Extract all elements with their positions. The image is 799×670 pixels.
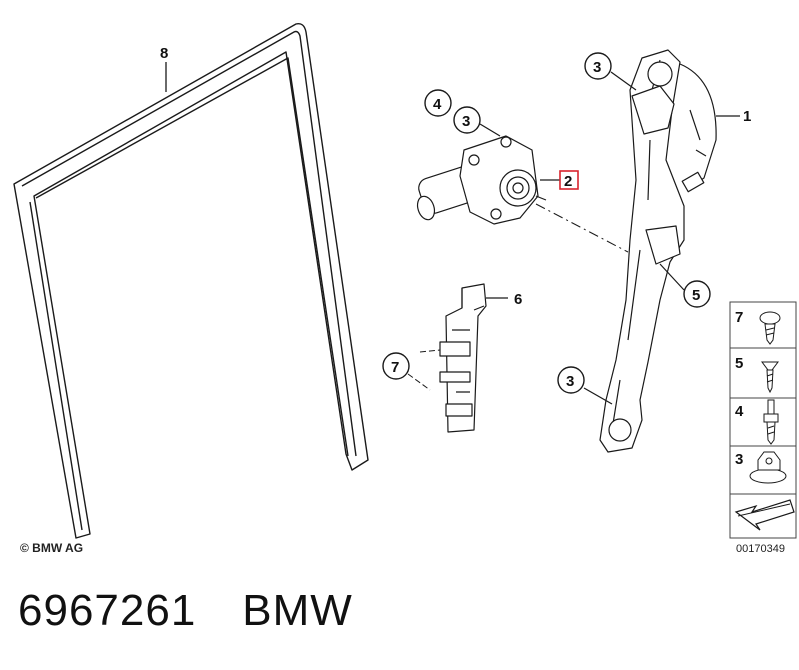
diagram-id: 00170349: [736, 543, 785, 555]
part-number: 6967261: [18, 586, 197, 635]
copyright-text: © BMW AG: [20, 541, 84, 555]
callout-6: 6: [514, 291, 522, 308]
motor-axis-line: [535, 203, 629, 253]
legend-number-5: 5: [735, 355, 743, 372]
callout-3-top-bubble: 3: [584, 52, 637, 91]
callout-4-motor: 4: [433, 96, 442, 113]
callout-2: 2: [564, 173, 572, 190]
hardware-legend: [729, 301, 797, 539]
brand-name: BMW: [242, 586, 353, 635]
window-regulator: [599, 49, 717, 453]
callout-2-box: [559, 170, 579, 190]
window-seal-frame: [13, 22, 369, 539]
callout-3-motor-bubble: 3: [453, 106, 501, 137]
part-caption: 6967261 BMW: [18, 586, 399, 636]
callout-3-motor: 3: [462, 113, 470, 130]
callout-7-bubble: 7: [382, 349, 441, 391]
callout-7: 7: [391, 359, 399, 376]
window-motor: [416, 135, 547, 225]
callout-4-motor-bubble: 4: [424, 89, 452, 117]
stud-bolt-icon: [763, 399, 779, 445]
hex-collar-nut-icon: [749, 451, 787, 484]
callout-3-bottom: 3: [566, 373, 574, 390]
callout-5-bubble: 5: [659, 263, 711, 308]
window-guide-rail: [439, 283, 487, 433]
callout-8: 8: [160, 45, 168, 62]
torx-screw-icon: [759, 311, 781, 345]
parts-diagram: 8 2 4 3 1 3: [13, 22, 797, 539]
callout-3-bottom-bubble: 3: [557, 366, 613, 405]
legend-number-4: 4: [735, 403, 744, 420]
callout-5: 5: [692, 287, 700, 304]
direction-arrow-icon: [734, 499, 795, 531]
callout-1: 1: [743, 108, 751, 125]
callout-3-top: 3: [593, 59, 601, 76]
countersunk-screw-icon: [761, 361, 779, 394]
legend-number-3: 3: [735, 451, 743, 468]
legend-number-7: 7: [735, 309, 743, 326]
